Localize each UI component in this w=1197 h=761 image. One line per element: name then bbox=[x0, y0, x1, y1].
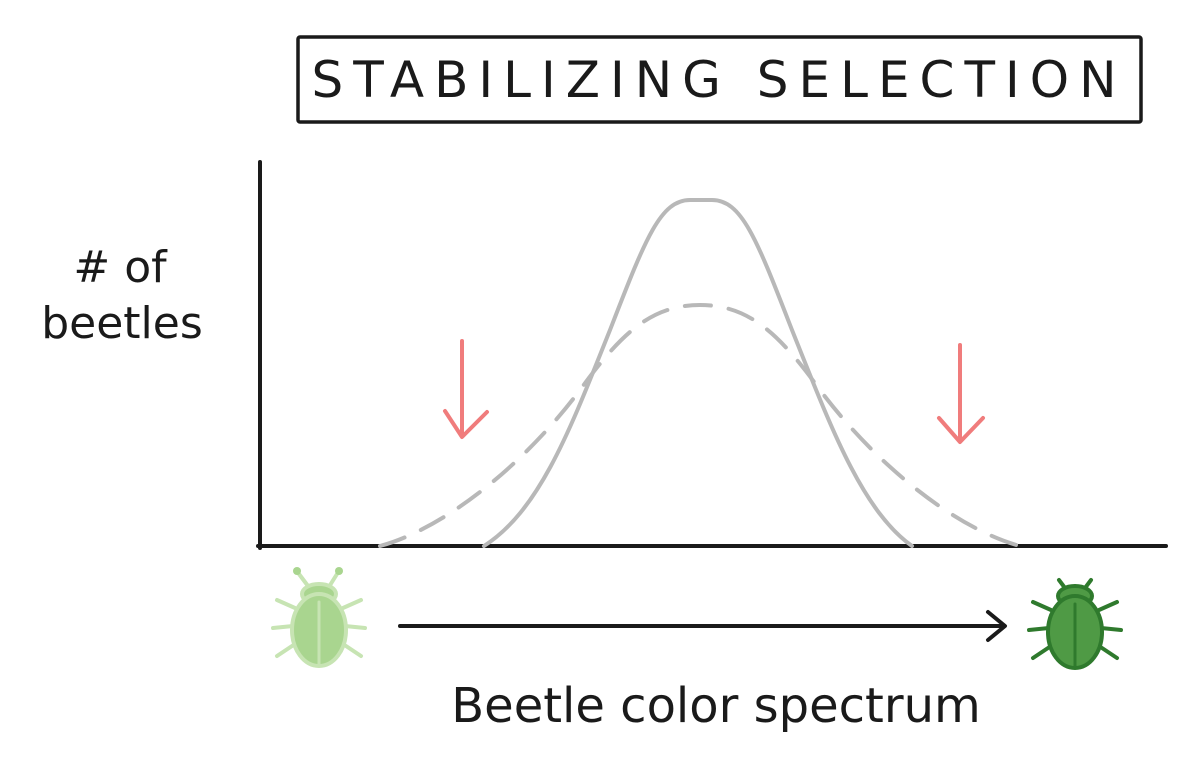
down-arrow-icon bbox=[443, 339, 489, 439]
original-distribution-curve bbox=[378, 302, 1022, 548]
dark-beetle-icon bbox=[1027, 578, 1123, 670]
diagram-title: STABILIZING SELECTION bbox=[311, 51, 1126, 109]
beetle-icon bbox=[1027, 578, 1123, 670]
light-beetle-icon bbox=[271, 567, 367, 668]
y-axis-label-line1: # of bbox=[73, 242, 168, 293]
title-box: STABILIZING SELECTION bbox=[296, 35, 1143, 124]
left-selection-arrow bbox=[443, 339, 489, 439]
axes bbox=[256, 160, 1168, 550]
y-axis-label: # of beetles bbox=[41, 242, 203, 349]
down-arrow-icon bbox=[937, 343, 985, 444]
y-axis-label-line2: beetles bbox=[41, 298, 203, 349]
right-selection-arrow bbox=[937, 343, 985, 444]
title-frame bbox=[296, 35, 1143, 124]
selected-distribution-curve bbox=[482, 198, 914, 548]
x-axis-label: Beetle color spectrum bbox=[451, 678, 981, 734]
beetle-icon bbox=[271, 567, 367, 668]
color-spectrum-arrow bbox=[398, 610, 1007, 642]
